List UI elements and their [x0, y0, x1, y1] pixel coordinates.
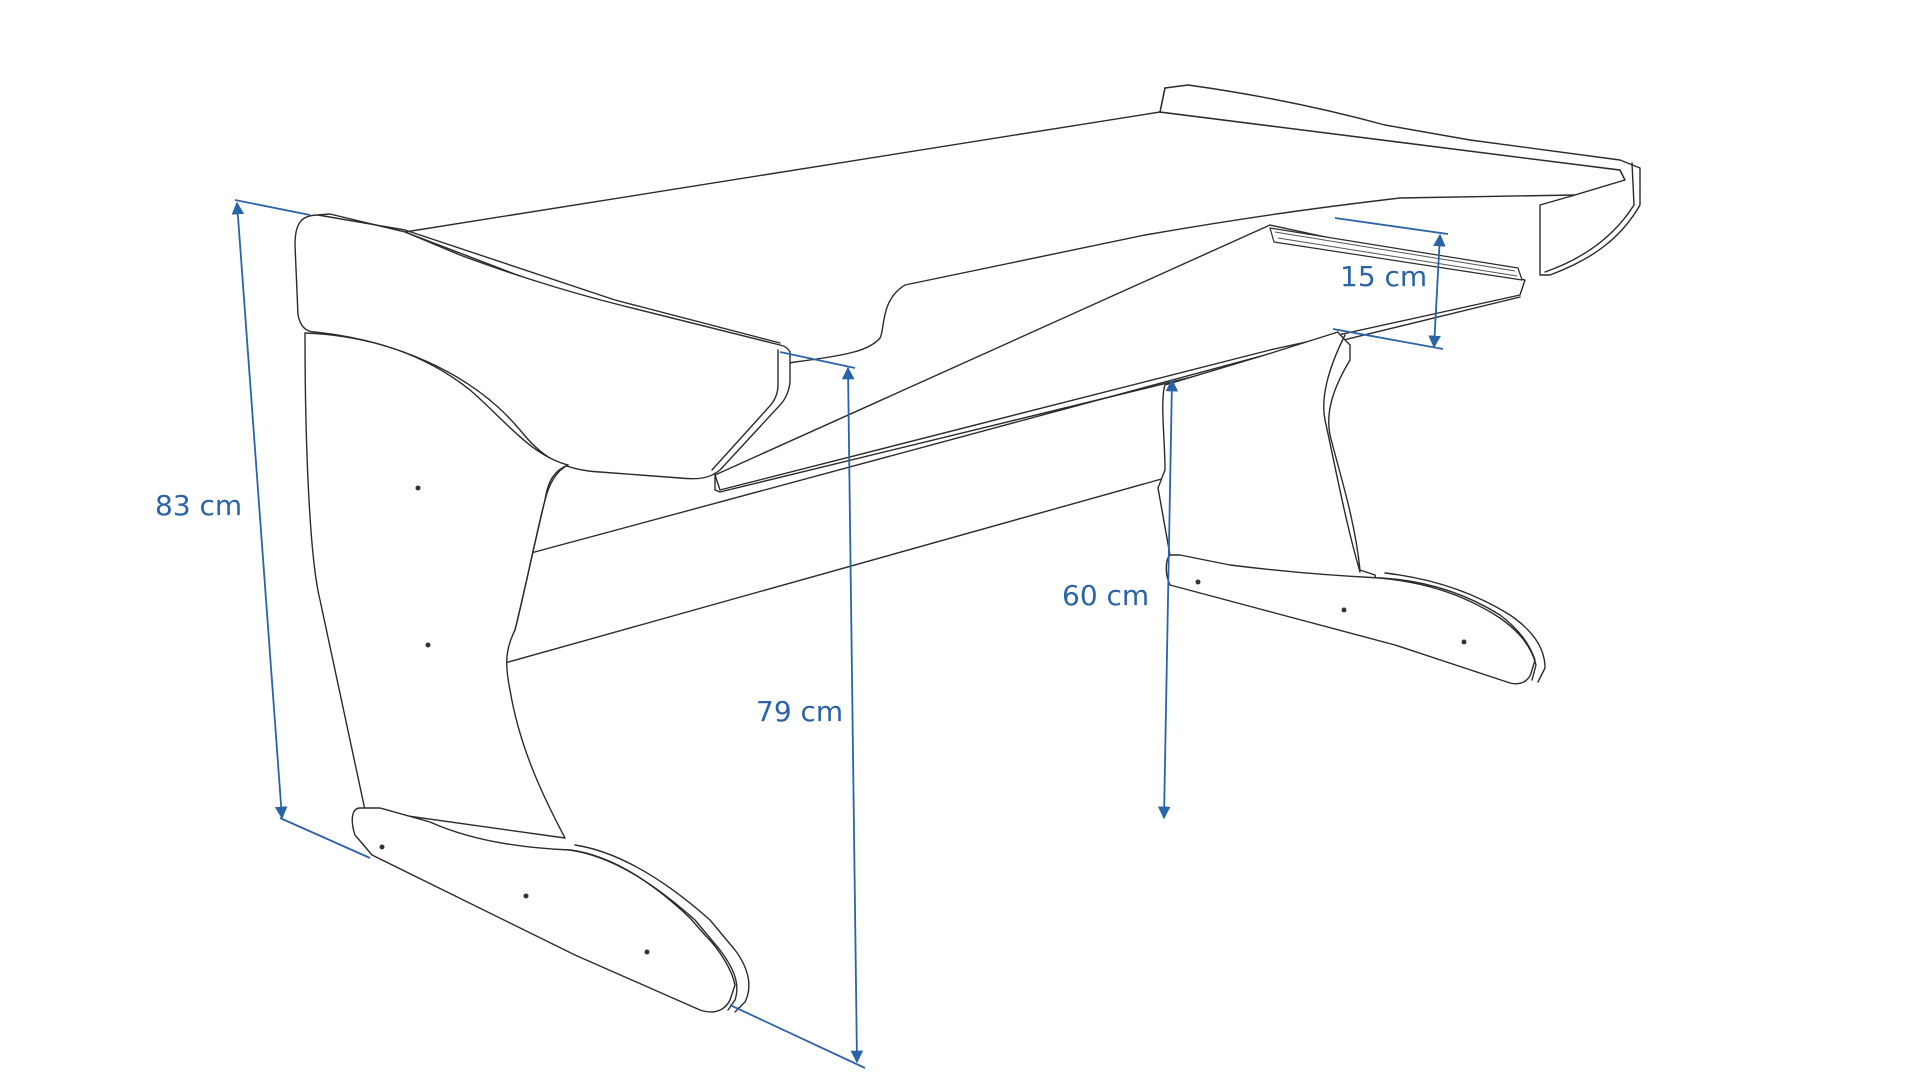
- left-foot: [351, 807, 736, 1013]
- dimension-total-height: 83 cm: [155, 199, 371, 859]
- keyboard-shelf-front-edge: [714, 296, 1521, 493]
- left-wing-side: [711, 349, 779, 471]
- screw-hole: [425, 642, 431, 648]
- dimension-label: 15 cm: [1340, 260, 1427, 293]
- keyboard-shelf: [714, 224, 1526, 491]
- right-leg-front-edge: [1323, 334, 1361, 573]
- screw-hole: [1341, 607, 1347, 613]
- screw-hole: [1461, 639, 1467, 645]
- dimension-line: [231, 201, 288, 820]
- right-foot: [1165, 554, 1536, 685]
- screw-holes: [379, 485, 1467, 955]
- right-wing: [1159, 84, 1641, 276]
- dimension-label: 83 cm: [155, 489, 242, 522]
- extension-line: [729, 1004, 866, 1069]
- screw-hole: [379, 844, 385, 850]
- dimension-line: [1428, 233, 1446, 349]
- extension-line: [234, 199, 311, 216]
- extension-line: [779, 351, 856, 369]
- left-wing-edge: [317, 214, 781, 344]
- extension-line: [1334, 217, 1449, 235]
- screw-hole: [644, 949, 650, 955]
- extension-line: [279, 817, 371, 859]
- desk-drawing: [294, 84, 1641, 1013]
- dimension-shelf-height: 79 cm: [729, 351, 866, 1069]
- dimension-line: [1157, 378, 1179, 820]
- dimension-label: 60 cm: [1062, 579, 1149, 612]
- left-wing: [294, 213, 791, 480]
- left-foot-layer-1: [569, 849, 738, 1011]
- right-foot-layer-1: [1379, 577, 1537, 681]
- screw-hole: [1195, 579, 1201, 585]
- left-leg-inner-edge: [514, 464, 569, 631]
- dimension-line: [841, 366, 864, 1064]
- screw-hole: [523, 893, 529, 899]
- dimensions: 83 cm 79 cm 60 cm 15 cm: [155, 199, 1449, 1069]
- screw-hole: [415, 485, 421, 491]
- extension-line: [1332, 328, 1444, 350]
- dimension-legroom-height: 60 cm: [1062, 378, 1179, 820]
- shelf-rail-inner: [1274, 231, 1518, 277]
- dimension-label: 79 cm: [756, 695, 843, 728]
- desktop-surface: [404, 111, 1626, 369]
- right-foot-layer-2: [1384, 572, 1546, 683]
- right-wing-edge: [1159, 87, 1635, 273]
- dimension-shelf-offset: 15 cm: [1332, 217, 1449, 350]
- left-foot-layer-2: [574, 844, 750, 1013]
